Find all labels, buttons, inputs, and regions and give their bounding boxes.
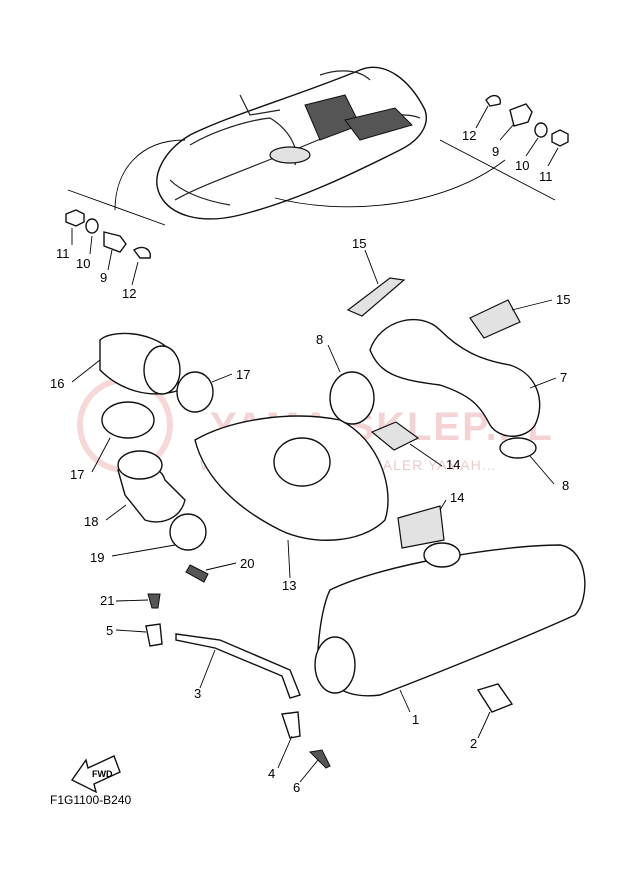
callout-11-left: 11 (56, 246, 70, 261)
callout-15-right: 15 (556, 292, 570, 307)
stay-4 (281, 711, 301, 739)
fwd-arrow: FWD (70, 755, 121, 794)
fwd-label: FWD (92, 769, 113, 779)
leader-lines (71, 105, 559, 783)
clamp-8-lower (499, 437, 537, 459)
callout-20: 20 (240, 556, 254, 571)
callout-4: 4 (268, 766, 275, 781)
callout-3: 3 (194, 686, 201, 701)
callout-14-lower: 14 (450, 490, 464, 505)
callout-1: 1 (412, 712, 419, 727)
bolt-20 (185, 564, 209, 583)
bracket-2 (476, 683, 514, 713)
callout-8-upper: 8 (316, 332, 323, 347)
callout-9-left: 9 (100, 270, 107, 285)
callout-12-right: 12 (462, 128, 476, 143)
pad-15-top (346, 277, 406, 317)
fittings-left (65, 209, 151, 259)
callout-15-top: 15 (352, 236, 366, 251)
callout-6: 6 (293, 780, 300, 795)
screw-6 (308, 749, 331, 769)
callout-10-left: 10 (76, 256, 90, 271)
callout-19: 19 (90, 550, 104, 565)
bracket-left (67, 189, 166, 226)
gasket-19 (169, 513, 207, 551)
callout-7: 7 (560, 370, 567, 385)
callout-10-right: 10 (515, 158, 529, 173)
callout-9-right: 9 (492, 144, 499, 159)
bolt-21 (147, 593, 161, 609)
callout-17-upper: 17 (236, 367, 250, 382)
callout-11-right: 11 (539, 169, 553, 184)
callout-5: 5 (106, 623, 113, 638)
callout-21: 21 (100, 593, 114, 608)
callout-13: 13 (282, 578, 296, 593)
bracket-right (439, 139, 556, 201)
fittings-right (485, 94, 569, 147)
leader-ski-left (114, 139, 186, 211)
callout-18: 18 (84, 514, 98, 529)
leader-ski-right (274, 159, 506, 208)
bracket-5 (145, 623, 163, 647)
muffler-1 (317, 544, 586, 697)
callouts: 11 10 9 12 12 9 10 11 15 15 7 8 8 16 17 … (50, 128, 570, 795)
clamp-17-upper (176, 371, 214, 413)
pad-14-lower (397, 505, 445, 549)
band-3 (175, 633, 301, 699)
clamp-17-lower (101, 401, 155, 439)
pad-14-upper (370, 421, 420, 451)
callout-12-left: 12 (122, 286, 136, 301)
callout-8-lower: 8 (562, 478, 569, 493)
pad-15-right (469, 299, 521, 339)
watercraft-illustration (156, 66, 427, 220)
callout-2: 2 (470, 736, 477, 751)
clamp-8-upper (329, 371, 375, 425)
diagram-code: F1G1100-B240 (50, 793, 131, 807)
callout-14-upper: 14 (446, 457, 460, 472)
callout-17-lower: 17 (70, 467, 84, 482)
exhaust-hose-7 (369, 318, 541, 437)
callout-16: 16 (50, 376, 64, 391)
